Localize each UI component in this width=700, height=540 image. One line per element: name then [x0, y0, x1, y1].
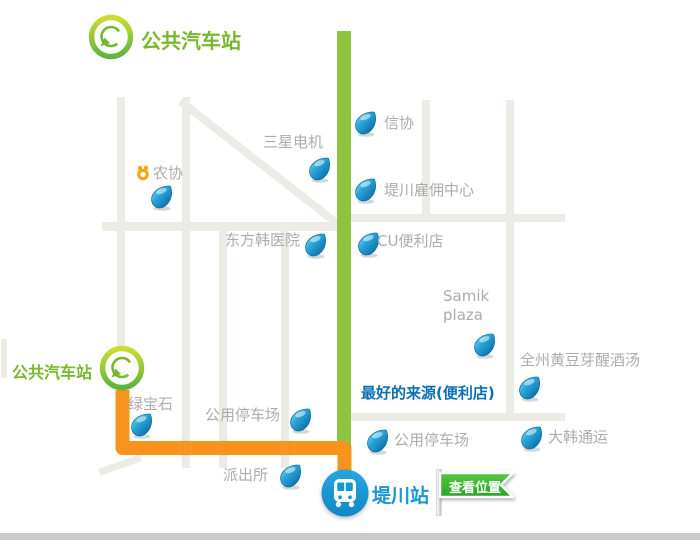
poi-label-cu-store: CU便利店 — [377, 232, 444, 250]
street-edge-stub — [1, 339, 7, 378]
nonghyup-icon — [136, 164, 150, 181]
poi-label-jeonju-soup: 全州黄豆芽醒酒汤 — [520, 351, 641, 369]
street-horizontal-right — [346, 214, 565, 222]
main-road-green — [337, 31, 351, 447]
street-vertical-1 — [117, 97, 125, 453]
street-vertical-6 — [506, 100, 514, 418]
poi-pin-emerald[interactable] — [130, 412, 153, 439]
poi-pin-parking-left[interactable] — [289, 407, 312, 434]
poi-pin-samik[interactable] — [473, 332, 496, 359]
poi-pin-police[interactable] — [279, 463, 302, 490]
poi-label-parking-left: 公用停车场 — [205, 406, 281, 424]
view-location-flag-label: 查看位置 — [449, 481, 502, 496]
poi-label-xinxie: 信协 — [384, 114, 415, 132]
street-vertical-4 — [281, 222, 289, 468]
street-diagonal-sw — [98, 454, 142, 476]
poi-label-police: 派出所 — [223, 466, 269, 484]
poi-label-samsung: 三星电机 — [263, 133, 324, 151]
street-horizontal-left — [102, 222, 342, 231]
poi-pin-jeonju-soup[interactable] — [518, 375, 541, 402]
poi-pin-parking-right[interactable] — [366, 428, 389, 455]
poi-pin-employment[interactable] — [354, 177, 377, 204]
map-bottom-border — [0, 533, 700, 540]
poi-label-daehan: 大韩通运 — [548, 428, 609, 446]
poi-pin-daehan[interactable] — [520, 425, 543, 452]
street-vertical-3 — [219, 222, 227, 468]
poi-label-emerald: 绿宝石 — [128, 395, 174, 413]
poi-label-parking-right: 公用停车场 — [394, 431, 470, 449]
view-location-flag[interactable]: 查看位置 — [438, 471, 516, 501]
poi-pin-nonghyup[interactable] — [150, 184, 173, 211]
poi-label-hospital: 东方韩医院 — [225, 231, 301, 249]
bus-station-label-left: 公共汽车站 — [12, 363, 93, 382]
poi-pin-xinxie[interactable] — [354, 110, 377, 137]
bus-station-icon-left[interactable] — [99, 345, 145, 391]
poi-label-samik: Samik plaza — [443, 287, 490, 324]
poi-pin-hospital[interactable] — [304, 232, 327, 259]
street-horizontal-lower — [346, 413, 565, 421]
street-vertical-5 — [422, 100, 430, 220]
train-station-label: 堤川站 — [372, 485, 430, 507]
poi-pin-samsung[interactable] — [308, 156, 331, 183]
street-vertical-2 — [182, 97, 190, 468]
bus-station-icon-top[interactable] — [88, 14, 134, 60]
poi-label-nonghyup: 农协 — [153, 164, 184, 182]
poi-label-employment: 堤川雇佣中心 — [384, 181, 475, 199]
bus-station-label-top: 公共汽车站 — [141, 29, 241, 53]
poi-label-best-source: 最好的来源(便利店) — [361, 384, 495, 402]
train-station-icon[interactable] — [321, 469, 369, 517]
